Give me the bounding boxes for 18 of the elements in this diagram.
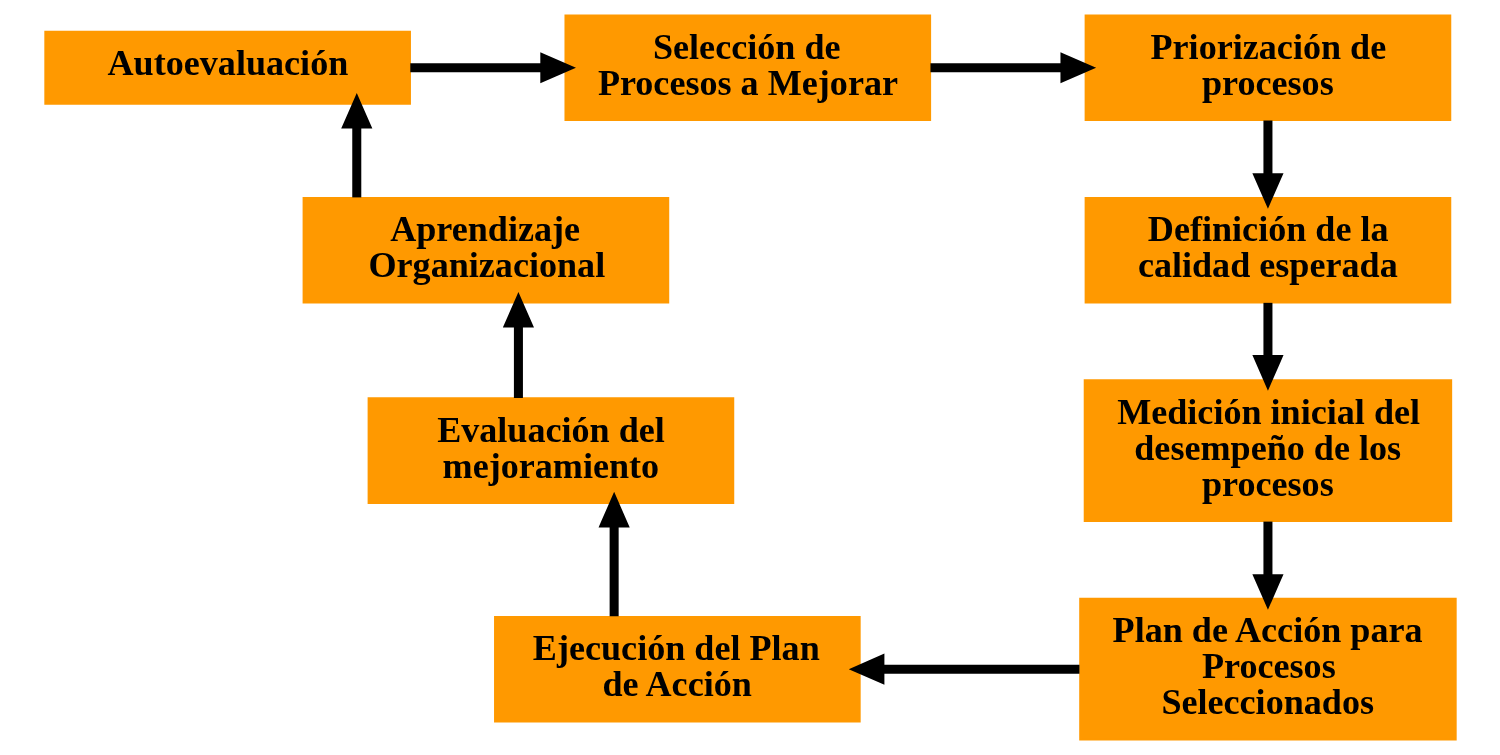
node-box: Autoevaluación [43, 30, 411, 105]
arrow [598, 491, 630, 617]
arrow [929, 52, 1096, 84]
node-box: Definición de la calidad esperada [1084, 196, 1451, 304]
arrow [1251, 302, 1284, 391]
node-box: Ejecución del Plan de Acción [493, 615, 861, 723]
node-box: Evaluación del mejoramiento [367, 397, 734, 504]
arrow [409, 52, 576, 84]
arrow [848, 653, 1079, 685]
node-box: Medición inicial del desempeño de los procesos [1083, 379, 1452, 522]
arrow [340, 92, 372, 198]
arrow [502, 291, 534, 398]
arrow [1251, 120, 1284, 209]
node-box: Selección de Procesos a Mejorar [563, 14, 931, 122]
node-box: Priorización de procesos [1084, 14, 1451, 122]
node-box: Plan de Acción para Procesos Seleccionados [1078, 597, 1457, 741]
node-box: Aprendizaje Organizacional [302, 196, 669, 304]
arrow [1251, 521, 1284, 610]
